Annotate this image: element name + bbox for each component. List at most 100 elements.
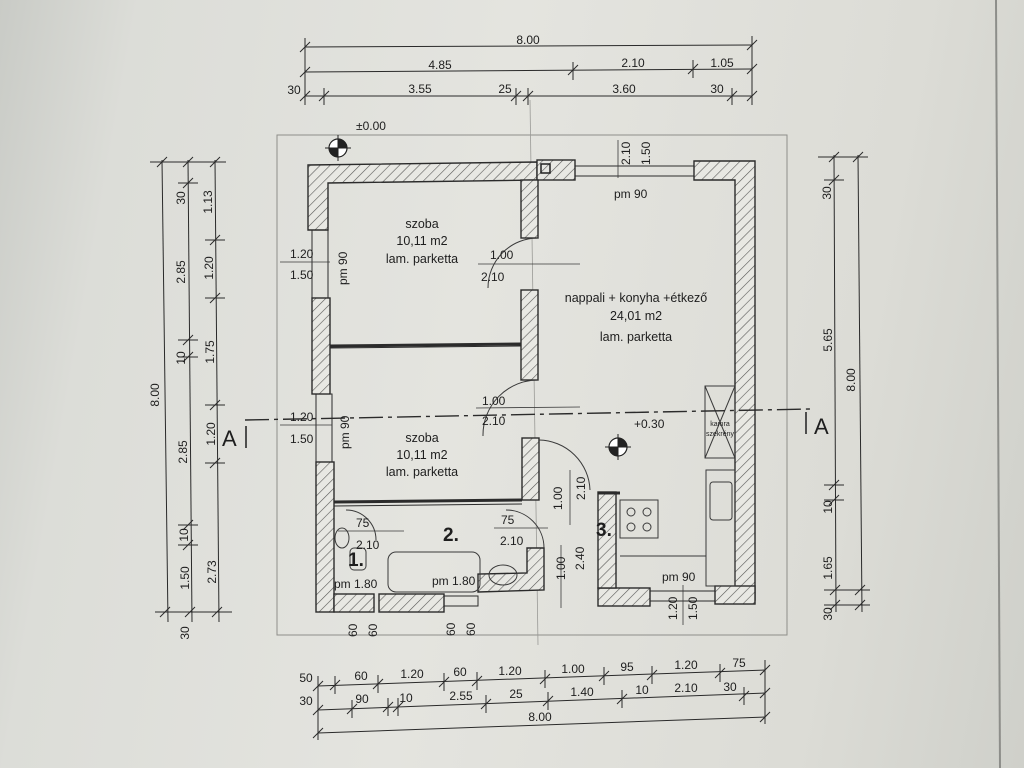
room-number-3: 3. <box>596 520 612 541</box>
dimensions-right <box>818 151 870 613</box>
bathtub <box>387 551 481 593</box>
dim-top-seg-a: 3.55 <box>408 82 432 96</box>
dimensions-bottom <box>312 660 771 740</box>
dim-bottom-r2-5: 1.40 <box>570 685 594 699</box>
room2-area: 10,11 m2 <box>396 448 447 462</box>
dim-bottom-r2-2: 10 <box>399 691 413 705</box>
section-label-left: A <box>222 426 237 451</box>
dim-bottom-total: 8.00 <box>528 710 552 724</box>
door-entry-width: 1.00 <box>554 556 568 580</box>
washbasin <box>488 564 518 586</box>
door-swings <box>345 237 591 549</box>
dim-bottom-r2-6: 10 <box>635 683 649 697</box>
dim-left-c1-1: 2.85 <box>174 260 188 284</box>
door-entry-height: 2.40 <box>573 546 587 570</box>
chimney-block <box>536 159 576 181</box>
paper-edge-line <box>995 0 1001 768</box>
dimensions-top <box>299 36 758 105</box>
window-left-1 <box>311 229 329 299</box>
dim-top-right-a: 2.10 <box>621 56 645 70</box>
level-marker-plus <box>605 434 631 460</box>
dim-bottom-r1-2: 1.20 <box>400 667 424 681</box>
bottom-small-2: 60 <box>444 622 458 636</box>
dim-bottom-r1-8: 75 <box>732 656 746 670</box>
dim-left-total: 8.00 <box>148 383 162 407</box>
room1-floor: lam. parketta <box>386 252 458 266</box>
section-label-right: A <box>814 414 829 439</box>
dim-right-d: 1.65 <box>821 556 835 580</box>
wall-bottom-1 <box>333 593 375 613</box>
dim-top-seg-mid: 25 <box>498 82 512 96</box>
dim-left-c1-2: 10 <box>174 351 188 365</box>
dim-left-c1-5: 1.50 <box>178 566 192 590</box>
dim-right-a: 30 <box>820 186 834 200</box>
dimensions-left <box>150 156 232 623</box>
wall-left-mid <box>311 297 331 395</box>
dim-bottom-r1-1: 60 <box>354 669 368 683</box>
window-left-2 <box>315 393 333 463</box>
wall-partition-lower <box>521 437 540 501</box>
dim-left-c1-4: 10 <box>177 528 191 542</box>
dim-left-c2-2: 1.75 <box>203 340 217 364</box>
door1-height: 2.10 <box>481 270 505 284</box>
dim-bottom-r2-4: 25 <box>509 687 523 701</box>
pantry-line2: szekrény <box>706 431 735 438</box>
living-area: 24,01 m2 <box>610 309 662 323</box>
dim-top-wall-left: 30 <box>287 83 301 97</box>
dim-right-total: 8.00 <box>844 368 858 392</box>
dim-left-c2-3: 1.20 <box>204 422 218 446</box>
level-plus: +0.30 <box>634 417 665 431</box>
dim-right-c: 10 <box>821 500 835 514</box>
dim-bottom-r1-4: 1.20 <box>498 664 522 678</box>
plan-frame <box>276 134 788 636</box>
dim-left-c1-0: 30 <box>174 191 188 205</box>
top-window-sill: pm 90 <box>614 187 648 201</box>
wall-partition-middle <box>520 289 539 381</box>
room1-area: 10,11 m2 <box>396 234 447 248</box>
pantry-line1: kamra <box>710 421 730 428</box>
stove <box>619 499 659 539</box>
door-wc-width: 75 <box>356 516 370 530</box>
section-line <box>244 408 811 421</box>
room2-floor: lam. parketta <box>386 465 458 479</box>
windows <box>311 165 716 607</box>
bath-window-sill: pm 1.80 <box>334 577 378 591</box>
wall-bottom-5 <box>714 585 756 605</box>
dim-left-c1-3: 2.85 <box>176 440 190 464</box>
sink <box>709 481 733 521</box>
top-window-b: 1.50 <box>639 141 653 165</box>
window-bottom-bath <box>443 595 479 607</box>
win2-width: 1.20 <box>290 410 314 424</box>
door2-height: 2.10 <box>482 414 506 428</box>
dim-left-c2-1: 1.20 <box>202 256 216 280</box>
dim-bottom-r1-3: 60 <box>453 665 467 679</box>
wall-bottom-4 <box>597 587 651 607</box>
bottom-small-0: 60 <box>346 623 360 637</box>
dim-bottom-r2-1: 90 <box>355 692 369 706</box>
dim-bottom-r1-6: 95 <box>620 660 634 674</box>
wall-top-right <box>693 160 756 601</box>
level-marker-zero <box>325 135 351 161</box>
door2-width: 1.00 <box>482 394 506 408</box>
dim-bottom-r2-7: 2.10 <box>674 681 698 695</box>
window-bottom-kitchen <box>649 590 716 602</box>
dim-top-wall-right: 30 <box>710 82 724 96</box>
door-wc-height: 2.10 <box>356 538 380 552</box>
win2-sill: pm 90 <box>338 415 352 449</box>
dim-right-e: 30 <box>821 607 835 621</box>
dim-bottom-r1-5: 1.00 <box>561 662 585 676</box>
pantry-cabinet <box>704 385 736 459</box>
win1-sill: pm 90 <box>336 251 350 285</box>
living-floor: lam. parketta <box>600 330 672 344</box>
wall-partition-upper <box>520 179 539 239</box>
dim-bottom-r2-3: 2.55 <box>449 689 473 703</box>
win1-width: 1.20 <box>290 247 314 261</box>
dim-bottom-r2-8: 30 <box>723 680 737 694</box>
wall-bottom-3 <box>477 547 545 593</box>
room-number-2: 2. <box>443 525 459 546</box>
toilet <box>334 527 350 549</box>
dim-top-total: 8.00 <box>516 33 540 47</box>
dim-bottom-r1-0: 50 <box>299 671 313 685</box>
door-bath-width: 75 <box>501 513 515 527</box>
